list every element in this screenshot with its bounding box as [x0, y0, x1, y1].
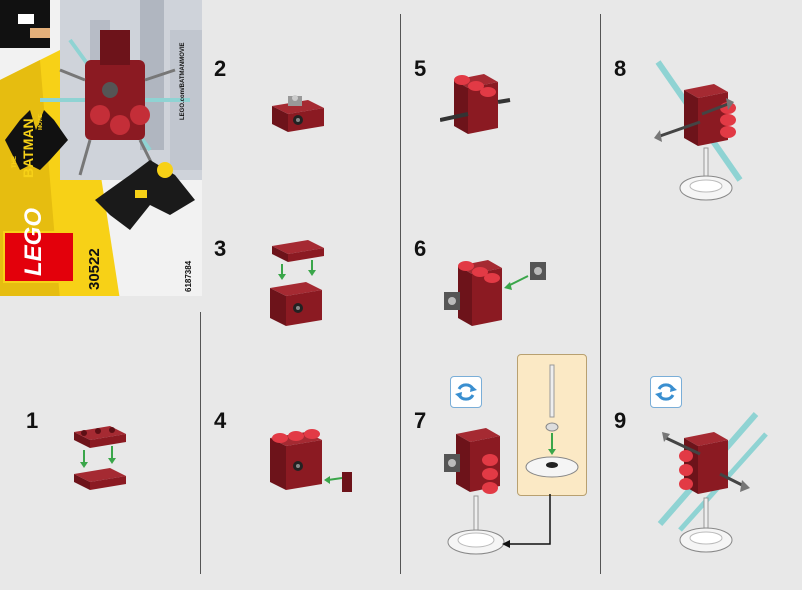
lego-logo: [3, 231, 75, 283]
step-number-2: 2: [214, 56, 227, 81]
step-number-9: 9: [614, 408, 627, 433]
step-9-illustration: [657, 412, 768, 553]
cover-art: [0, 0, 202, 296]
set-number: 30522: [86, 248, 103, 290]
cover-batwing: [95, 160, 195, 230]
step-4-illustration: [270, 429, 352, 492]
movie-title-small: THE: [12, 156, 18, 168]
rotate-icon: [650, 376, 682, 408]
step-number-1: 1: [26, 408, 39, 433]
subassembly-illustration: [525, 364, 579, 478]
step-number-6: 6: [414, 236, 427, 261]
divider-line: [400, 14, 401, 574]
step-number-5: 5: [414, 56, 427, 81]
step-5-illustration: [440, 74, 511, 134]
subassembly-callout: [517, 354, 587, 496]
cover-panel: LEGO 30522 6187384 LEGO.com/BATMANMOVIE …: [0, 0, 202, 296]
step-number-8: 8: [614, 56, 627, 81]
movie-title: BATMAN: [20, 118, 36, 178]
step-number-3: 3: [214, 236, 227, 261]
step-6-illustration: [444, 260, 546, 326]
divider-line: [200, 312, 201, 574]
part-code: 6187384: [184, 260, 193, 292]
divider-line: [600, 14, 601, 574]
step-1-illustration: [74, 426, 126, 490]
step-7-illustration: [444, 428, 505, 555]
callout-connector-arrow: [502, 494, 551, 548]
rotate-arrows-icon: [655, 383, 677, 401]
step-number-4: 4: [214, 408, 227, 433]
movie-title-suffix: MOVIE: [38, 113, 44, 130]
website-url: LEGO.com/BATMANMOVIE: [180, 42, 186, 120]
step-number-7: 7: [414, 408, 427, 433]
cover-mech: [40, 30, 190, 176]
lego-logo-text: LEGO: [20, 207, 47, 276]
rotate-arrows-icon: [455, 383, 477, 401]
rotate-icon: [450, 376, 482, 408]
step-8-illustration: [654, 60, 743, 201]
step-2-illustration: [272, 95, 324, 132]
step-3-illustration: [270, 240, 324, 326]
